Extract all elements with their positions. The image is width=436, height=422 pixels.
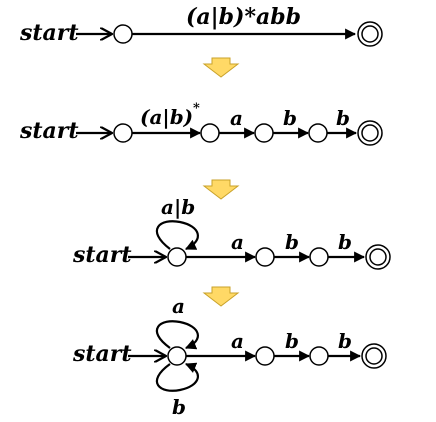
- step4-state-1: [255, 346, 275, 366]
- step2-b2-label: b: [336, 106, 350, 130]
- step3-loop-label: a|b: [161, 195, 195, 219]
- step3-state-accept-inner: [369, 248, 387, 266]
- step1-start-label: start: [19, 20, 79, 46]
- step2-star-sup: *: [193, 101, 200, 116]
- step4-b2-label: b: [338, 329, 352, 353]
- step2-row: start (a|b) * a b b: [19, 101, 383, 146]
- step2-start-label: start: [19, 118, 79, 144]
- step4-state-2: [309, 346, 329, 366]
- step2-star-label: (a|b): [140, 105, 193, 129]
- step3-state-1: [255, 247, 275, 267]
- step4-b1-label: b: [285, 329, 299, 353]
- step4-start-label: start: [72, 341, 132, 367]
- step1-regex-label: (a|b)*abb: [186, 4, 301, 30]
- step1-state-initial: [113, 24, 133, 44]
- step4-loop-a-label: a: [172, 294, 185, 318]
- step1-row: start (a|b)*abb: [19, 4, 383, 47]
- transform-arrow-1: [202, 57, 240, 78]
- step3-state-2: [309, 247, 329, 267]
- step2-state-0: [113, 123, 133, 143]
- step4-row: a start b a b b: [72, 294, 387, 419]
- step2-state-accept-inner: [361, 124, 379, 142]
- step3-self-loop: [155, 220, 199, 250]
- step3-a-label: a: [231, 230, 244, 254]
- step2-b1-label: b: [283, 106, 297, 130]
- transform-arrow-3: [202, 286, 240, 307]
- step2-a-label: a: [230, 106, 243, 130]
- step2-state-1: [200, 123, 220, 143]
- step4-state-0: [167, 346, 187, 366]
- step4-self-loop-b: [155, 362, 199, 392]
- step1-state-accept-inner: [361, 25, 379, 43]
- step3-row: a|b start a b b: [72, 195, 391, 270]
- step4-state-accept-inner: [365, 347, 383, 365]
- step4-self-loop-a: [155, 320, 199, 350]
- step2-state-3: [308, 123, 328, 143]
- step2-state-2: [254, 123, 274, 143]
- step3-start-label: start: [72, 242, 132, 268]
- step4-loop-b-label: b: [172, 395, 186, 419]
- step4-a-label: a: [231, 329, 244, 353]
- step3-b1-label: b: [285, 230, 299, 254]
- step3-state-0: [167, 247, 187, 267]
- transform-arrow-2: [202, 179, 240, 200]
- step3-b2-label: b: [338, 230, 352, 254]
